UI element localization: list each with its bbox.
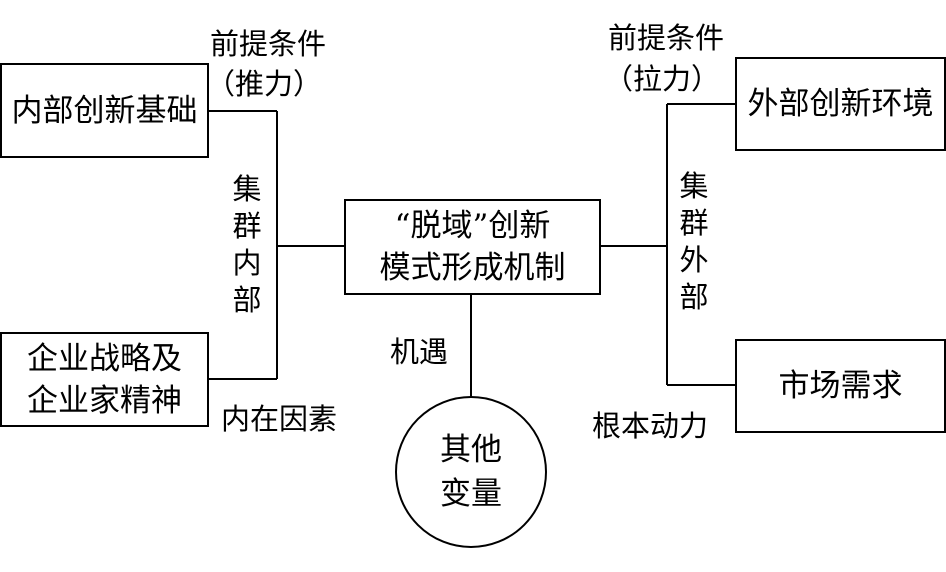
left-precondition-label: 前提条件	[210, 27, 327, 61]
cluster-outer-char-1: 集	[679, 169, 709, 203]
cluster-outer-vertical-label: 集 群 外 部	[678, 168, 710, 316]
center-box: “脱域”创新 模式形成机制	[344, 199, 601, 295]
cluster-inner-char-3: 内	[232, 246, 262, 280]
circle-line2: 变量	[440, 476, 502, 512]
left-push-label: （推力）	[206, 67, 323, 101]
opportunity-label: 机遇	[390, 335, 449, 369]
left-top-box: 内部创新基础	[0, 63, 209, 158]
cluster-inner-vertical-label: 集 群 内 部	[231, 171, 263, 319]
cluster-inner-char-1: 集	[232, 172, 262, 206]
left-top-box-text: 内部创新基础	[11, 92, 198, 129]
right-top-box-text: 外部创新环境	[747, 86, 934, 122]
cluster-inner-char-2: 群	[232, 209, 262, 243]
root-force-label: 根本动力	[592, 409, 709, 443]
right-bottom-box-text: 市场需求	[778, 368, 903, 404]
right-top-box: 外部创新环境	[735, 57, 946, 151]
left-bottom-box-line1: 企业战略及	[27, 340, 182, 377]
circle-line1: 其他	[440, 432, 502, 468]
right-precondition-label: 前提条件	[608, 21, 725, 55]
right-pull-label: （拉力）	[604, 62, 721, 96]
cluster-inner-char-4: 部	[232, 283, 262, 317]
cluster-outer-char-3: 外	[679, 243, 709, 277]
right-bottom-box: 市场需求	[735, 339, 946, 433]
center-box-line1: “脱域”创新	[394, 208, 551, 244]
cluster-outer-char-2: 群	[679, 206, 709, 240]
cluster-outer-char-4: 部	[679, 280, 709, 314]
inner-factor-label: 内在因素	[221, 402, 338, 436]
left-bottom-box: 企业战略及 企业家精神	[0, 332, 209, 427]
left-bottom-box-line2: 企业家精神	[27, 382, 182, 419]
other-variables-circle: 其他 变量	[395, 396, 547, 548]
center-box-line2: 模式形成机制	[379, 250, 566, 286]
